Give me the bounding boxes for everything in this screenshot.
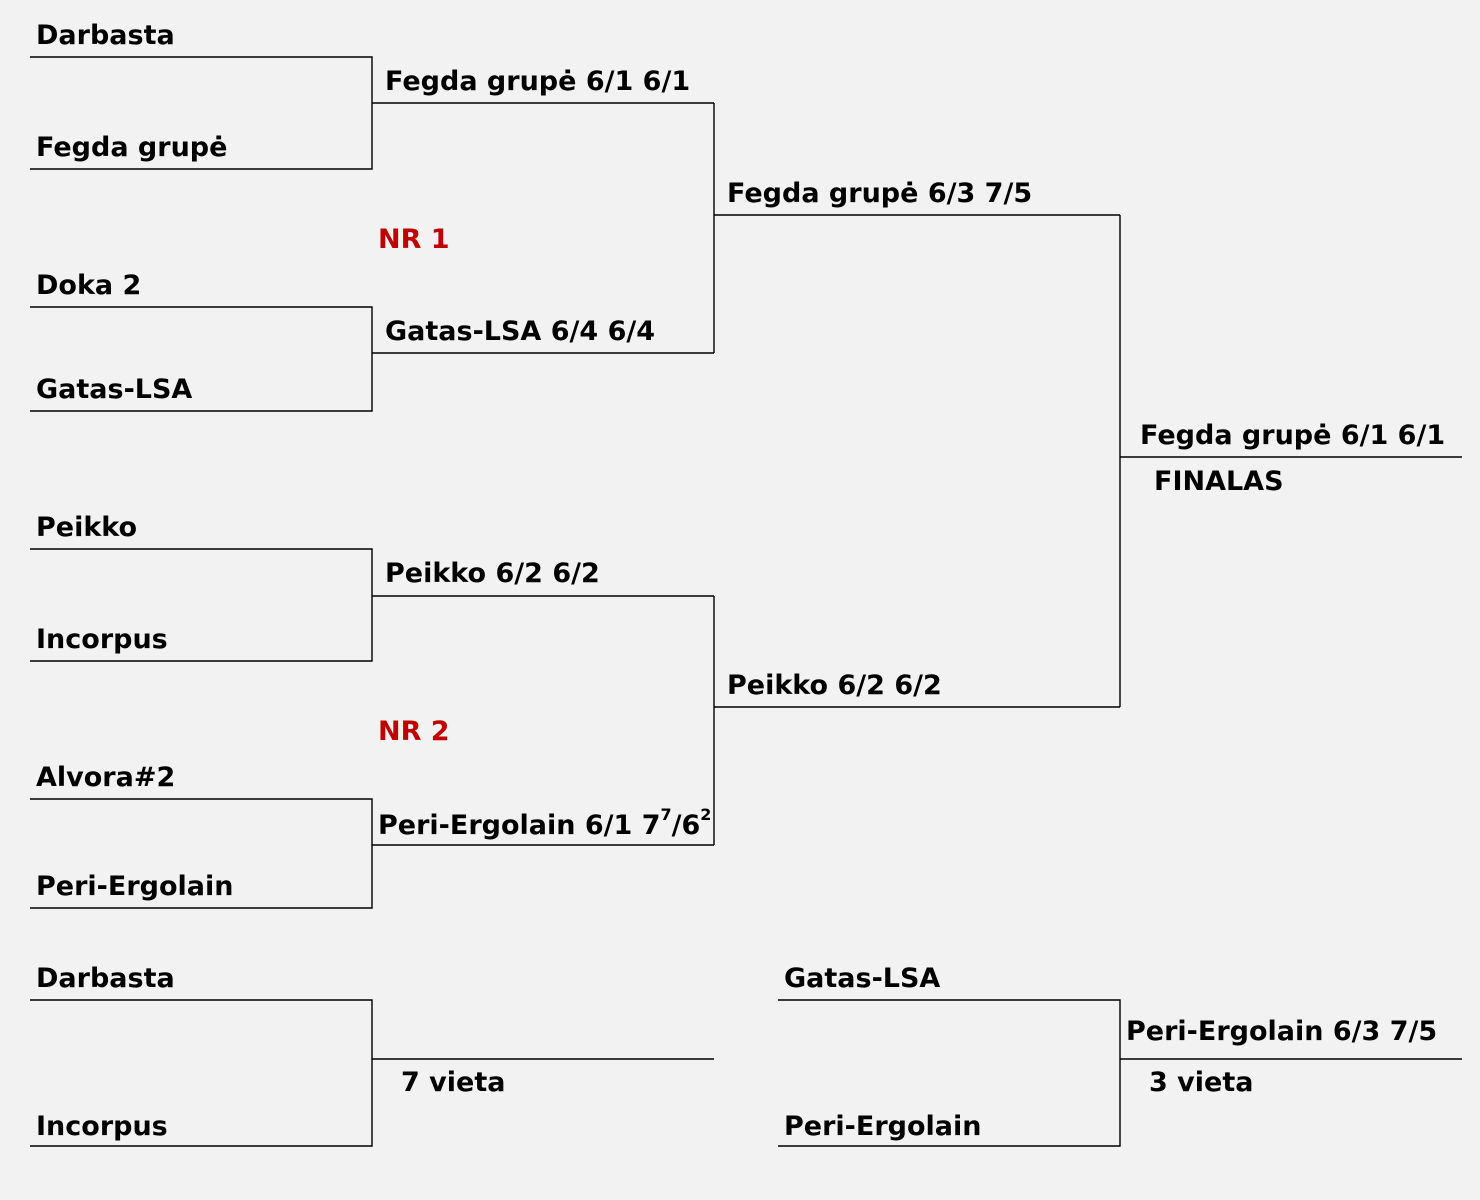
seventh-team-a: Darbasta: [36, 963, 175, 994]
sf1-winner-result: Fegda grupė 6/3 7/5: [727, 178, 1033, 209]
seventh-place-label: 7 vieta: [401, 1067, 506, 1098]
qf3-winner-result: Peikko 6/2 6/2: [385, 558, 600, 589]
qf1-team-b: Fegda grupė: [36, 132, 228, 163]
qf4-result-tiebreak-2: 2: [700, 805, 712, 824]
third-team-b: Peri-Ergolain: [784, 1111, 982, 1142]
third-winner-result: Peri-Ergolain 6/3 7/5: [1126, 1016, 1438, 1047]
qf4-winner-result: Peri-Ergolain 6/1 77/62: [378, 807, 711, 842]
third-connector: [778, 999, 1121, 1147]
qf3-connector: [30, 548, 373, 662]
qf4-result-tiebreak-1: 7: [660, 805, 672, 824]
qf4-result-prefix: Peri-Ergolain 6/1 7: [378, 810, 661, 841]
qf2-winner-result: Gatas-LSA 6/4 6/4: [385, 316, 655, 347]
qf4-team-a: Alvora#2: [36, 762, 176, 793]
qf2-team-a: Doka 2: [36, 270, 142, 301]
seventh-connector: [30, 999, 373, 1147]
qf2-connector: [30, 306, 373, 412]
qf3-team-b: Incorpus: [36, 624, 168, 655]
final-label: FINALAS: [1154, 466, 1284, 497]
final-winner-result: Fegda grupė 6/1 6/1: [1140, 420, 1446, 451]
qf4-result-slash: /6: [671, 810, 701, 841]
group-label-nr1: NR 1: [378, 224, 450, 255]
qf4-team-b: Peri-Ergolain: [36, 871, 234, 902]
qf2-team-b: Gatas-LSA: [36, 374, 193, 405]
qf1-winner-result: Fegda grupė 6/1 6/1: [385, 66, 691, 97]
third-place-label: 3 vieta: [1149, 1067, 1254, 1098]
qf4-connector: [30, 798, 373, 909]
sf2-winner-result: Peikko 6/2 6/2: [727, 670, 942, 701]
group-label-nr2: NR 2: [378, 716, 450, 747]
qf1-team-a: Darbasta: [36, 20, 175, 51]
seventh-team-b: Incorpus: [36, 1111, 168, 1142]
third-team-a: Gatas-LSA: [784, 963, 941, 994]
qf1-connector: [30, 56, 373, 170]
qf3-team-a: Peikko: [36, 512, 138, 543]
